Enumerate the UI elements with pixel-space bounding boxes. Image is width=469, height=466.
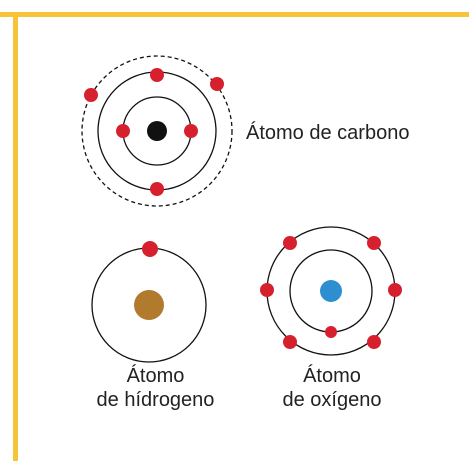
hydrogen-electron (142, 241, 158, 257)
oxygen-atom (260, 226, 402, 356)
carbon-atom (81, 55, 233, 207)
carbon-electron (150, 68, 164, 82)
oxygen-electron (260, 283, 274, 297)
carbon-atom-label: Átomo de carbono (246, 122, 410, 144)
hydrogen-label-line2: de hídrogeno (96, 389, 215, 411)
oxygen-electron (283, 236, 297, 250)
oxygen-electron (367, 335, 381, 349)
hydrogen-atom (91, 241, 207, 363)
oxygen-electron (325, 326, 337, 338)
oxygen-atom-label: Átomo de oxígeno (262, 364, 402, 412)
oxygen-label-line2: de oxígeno (282, 389, 382, 411)
oxygen-electron (283, 335, 297, 349)
oxygen-nucleus (320, 280, 342, 302)
hydrogen-label-line1: Átomo (126, 365, 185, 387)
hydrogen-nucleus (134, 290, 164, 320)
carbon-electron (210, 77, 224, 91)
carbon-electron (150, 182, 164, 196)
frame-left-border (13, 12, 18, 461)
oxygen-electron (367, 236, 381, 250)
carbon-electron (116, 124, 130, 138)
oxygen-electron (388, 283, 402, 297)
hydrogen-atom-label: Átomo de hídrogeno (88, 364, 223, 412)
oxygen-label-line1: Átomo (303, 365, 361, 387)
carbon-electron (184, 124, 198, 138)
carbon-electron (84, 88, 98, 102)
frame-top-border (0, 12, 469, 17)
carbon-nucleus (147, 121, 167, 141)
carbon-outer-dashed-orbit (81, 55, 233, 207)
